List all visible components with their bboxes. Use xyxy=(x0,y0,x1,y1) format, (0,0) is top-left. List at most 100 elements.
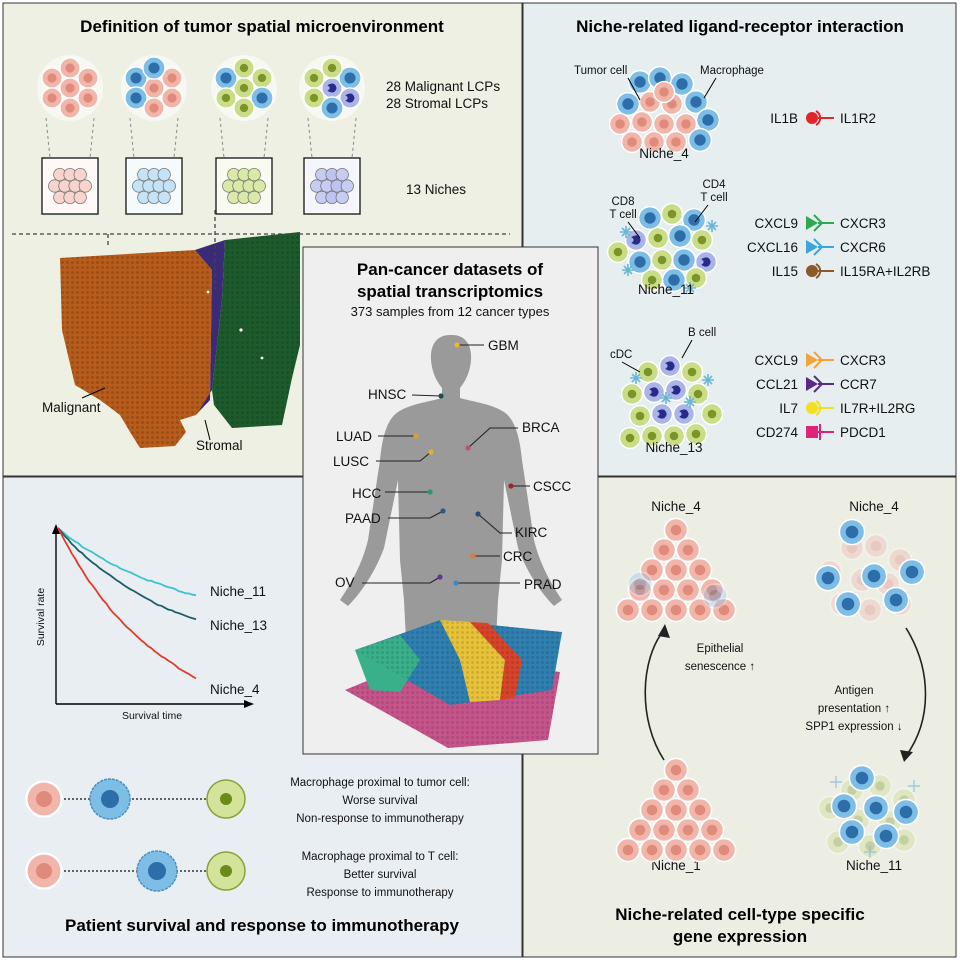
cdc-pointer xyxy=(621,361,641,373)
ligand-name: CD274 xyxy=(756,425,799,440)
dendritic-cell-icon xyxy=(830,776,842,788)
ge-macrophage xyxy=(860,562,888,590)
dendritic-cell-icon xyxy=(706,220,718,232)
cancer-site-dot xyxy=(454,342,460,348)
ge-cell xyxy=(675,777,701,803)
tissue-slides xyxy=(345,620,562,748)
cancer-type-label: CSCC xyxy=(533,479,572,494)
survival-ylabel: Survival rate xyxy=(35,588,47,647)
niche-box-cell xyxy=(340,179,354,193)
dendritic-cell-icon xyxy=(684,396,696,408)
malignant-pointer xyxy=(81,387,106,399)
lcp-zoom-line xyxy=(307,117,313,159)
ge-cell xyxy=(687,557,713,583)
niche13-cell-cluster xyxy=(618,354,724,450)
ligand-name: CXCL16 xyxy=(747,240,798,255)
ge-cell xyxy=(651,777,677,803)
niche13-cell xyxy=(658,354,682,378)
ge-bottom-left-niche: Niche_1 xyxy=(651,858,701,873)
cancer-leader-line xyxy=(362,576,441,584)
ge-macrophage xyxy=(892,798,920,826)
receptor-cup-icon xyxy=(813,238,824,256)
cancer-leader-line xyxy=(376,451,432,462)
ge-top-right-niche: Niche_4 xyxy=(849,499,899,514)
ligand-shape-icon xyxy=(806,240,818,254)
receptor-cup-icon xyxy=(815,110,822,126)
tumor-cell-icon xyxy=(25,852,63,890)
ge-macrophage xyxy=(862,794,890,822)
cancer-site-dot xyxy=(508,483,514,489)
dendritic-cell-icon xyxy=(684,282,696,294)
niche-count-label: 13 Niches xyxy=(406,182,466,197)
pan-cancer-title-line1: Pan-cancer datasets of xyxy=(357,260,543,279)
antigen-arrow xyxy=(905,627,927,757)
cancer-site-dot xyxy=(427,489,433,495)
receptor-cup-icon xyxy=(813,214,824,232)
ge-faded-tumor xyxy=(857,597,883,623)
niche-box-tint xyxy=(218,160,270,212)
antigen-line2: presentation ↑ xyxy=(818,703,890,715)
ge-macrophage xyxy=(838,518,866,546)
cancer-site-dot xyxy=(453,580,459,586)
macrophage-nucleus-icon xyxy=(101,790,119,808)
ge-cell xyxy=(639,597,665,623)
ge-cell xyxy=(687,797,713,823)
cancer-type-label: CRC xyxy=(503,549,532,564)
lcp-cell xyxy=(59,77,81,99)
lcp-cell xyxy=(320,96,344,120)
receptor-name: CXCR3 xyxy=(840,216,886,231)
cdc-label: cDC xyxy=(610,349,632,361)
ge-macrophage xyxy=(882,586,910,614)
cancer-site-dot xyxy=(413,433,419,439)
lcp-zoom-line xyxy=(89,117,95,159)
lcp-cell xyxy=(59,57,81,79)
lcp-cell xyxy=(142,56,166,80)
ge-cell xyxy=(687,837,713,863)
niche-box-cell xyxy=(247,168,261,182)
cancer-type-label: KIRC xyxy=(515,525,548,540)
cd4-pointer xyxy=(694,204,709,223)
cancer-site-dot xyxy=(475,511,481,517)
ge-faded-tumor xyxy=(863,533,889,559)
ligand-name: CXCL9 xyxy=(754,216,798,231)
ge-cell xyxy=(663,797,689,823)
lcp-cell xyxy=(233,57,255,79)
gene-expression-title-line1: Niche-related cell-type specific xyxy=(615,905,864,924)
survival-series-label: Niche_11 xyxy=(210,584,266,599)
receptor-name: CXCR3 xyxy=(840,353,886,368)
lcp-cell xyxy=(321,57,343,79)
survival-chart xyxy=(52,524,254,708)
gene-expression-title-line2: gene expression xyxy=(673,927,807,946)
niche11-cell xyxy=(637,205,663,231)
dendritic-cell-icon xyxy=(630,372,642,384)
malignant-lcp-count: 28 Malignant LCPs xyxy=(386,79,500,94)
cancer-site-dot xyxy=(470,553,476,559)
ligand-shape-icon xyxy=(806,265,818,277)
cancer-leader-line xyxy=(477,513,512,534)
receptor-cup-icon xyxy=(815,263,822,279)
proximity-diagrams xyxy=(25,778,246,892)
niche13-name: Niche_13 xyxy=(645,440,702,455)
dendritic-cell-icon xyxy=(908,780,920,792)
antigen-line1: Antigen xyxy=(834,685,873,697)
cancer-leader-line xyxy=(388,510,444,519)
ligand-name: CXCL9 xyxy=(754,353,798,368)
t-cell-nucleus-icon xyxy=(220,865,232,877)
lcp-cell xyxy=(41,67,63,89)
ge-macrophage xyxy=(898,558,926,586)
macrophage-label: Macrophage xyxy=(700,65,764,77)
ligand-shape-icon xyxy=(806,112,818,124)
pan-cancer-title-line2: spatial transcriptomics xyxy=(357,282,543,301)
lcp-cell xyxy=(233,97,255,119)
cd8-label-line1: CD8 xyxy=(611,196,634,208)
dendritic-cell-icon xyxy=(620,226,632,238)
ligand-name: IL15 xyxy=(772,264,798,279)
niche13-cell xyxy=(618,426,642,450)
receptor-name: CXCR6 xyxy=(840,240,886,255)
ligand-shape-icon xyxy=(806,353,818,367)
niche-box-cell xyxy=(78,179,92,193)
tumor-proximity-line2: Worse survival xyxy=(342,795,417,807)
t-proximity-line2: Better survival xyxy=(344,869,417,881)
